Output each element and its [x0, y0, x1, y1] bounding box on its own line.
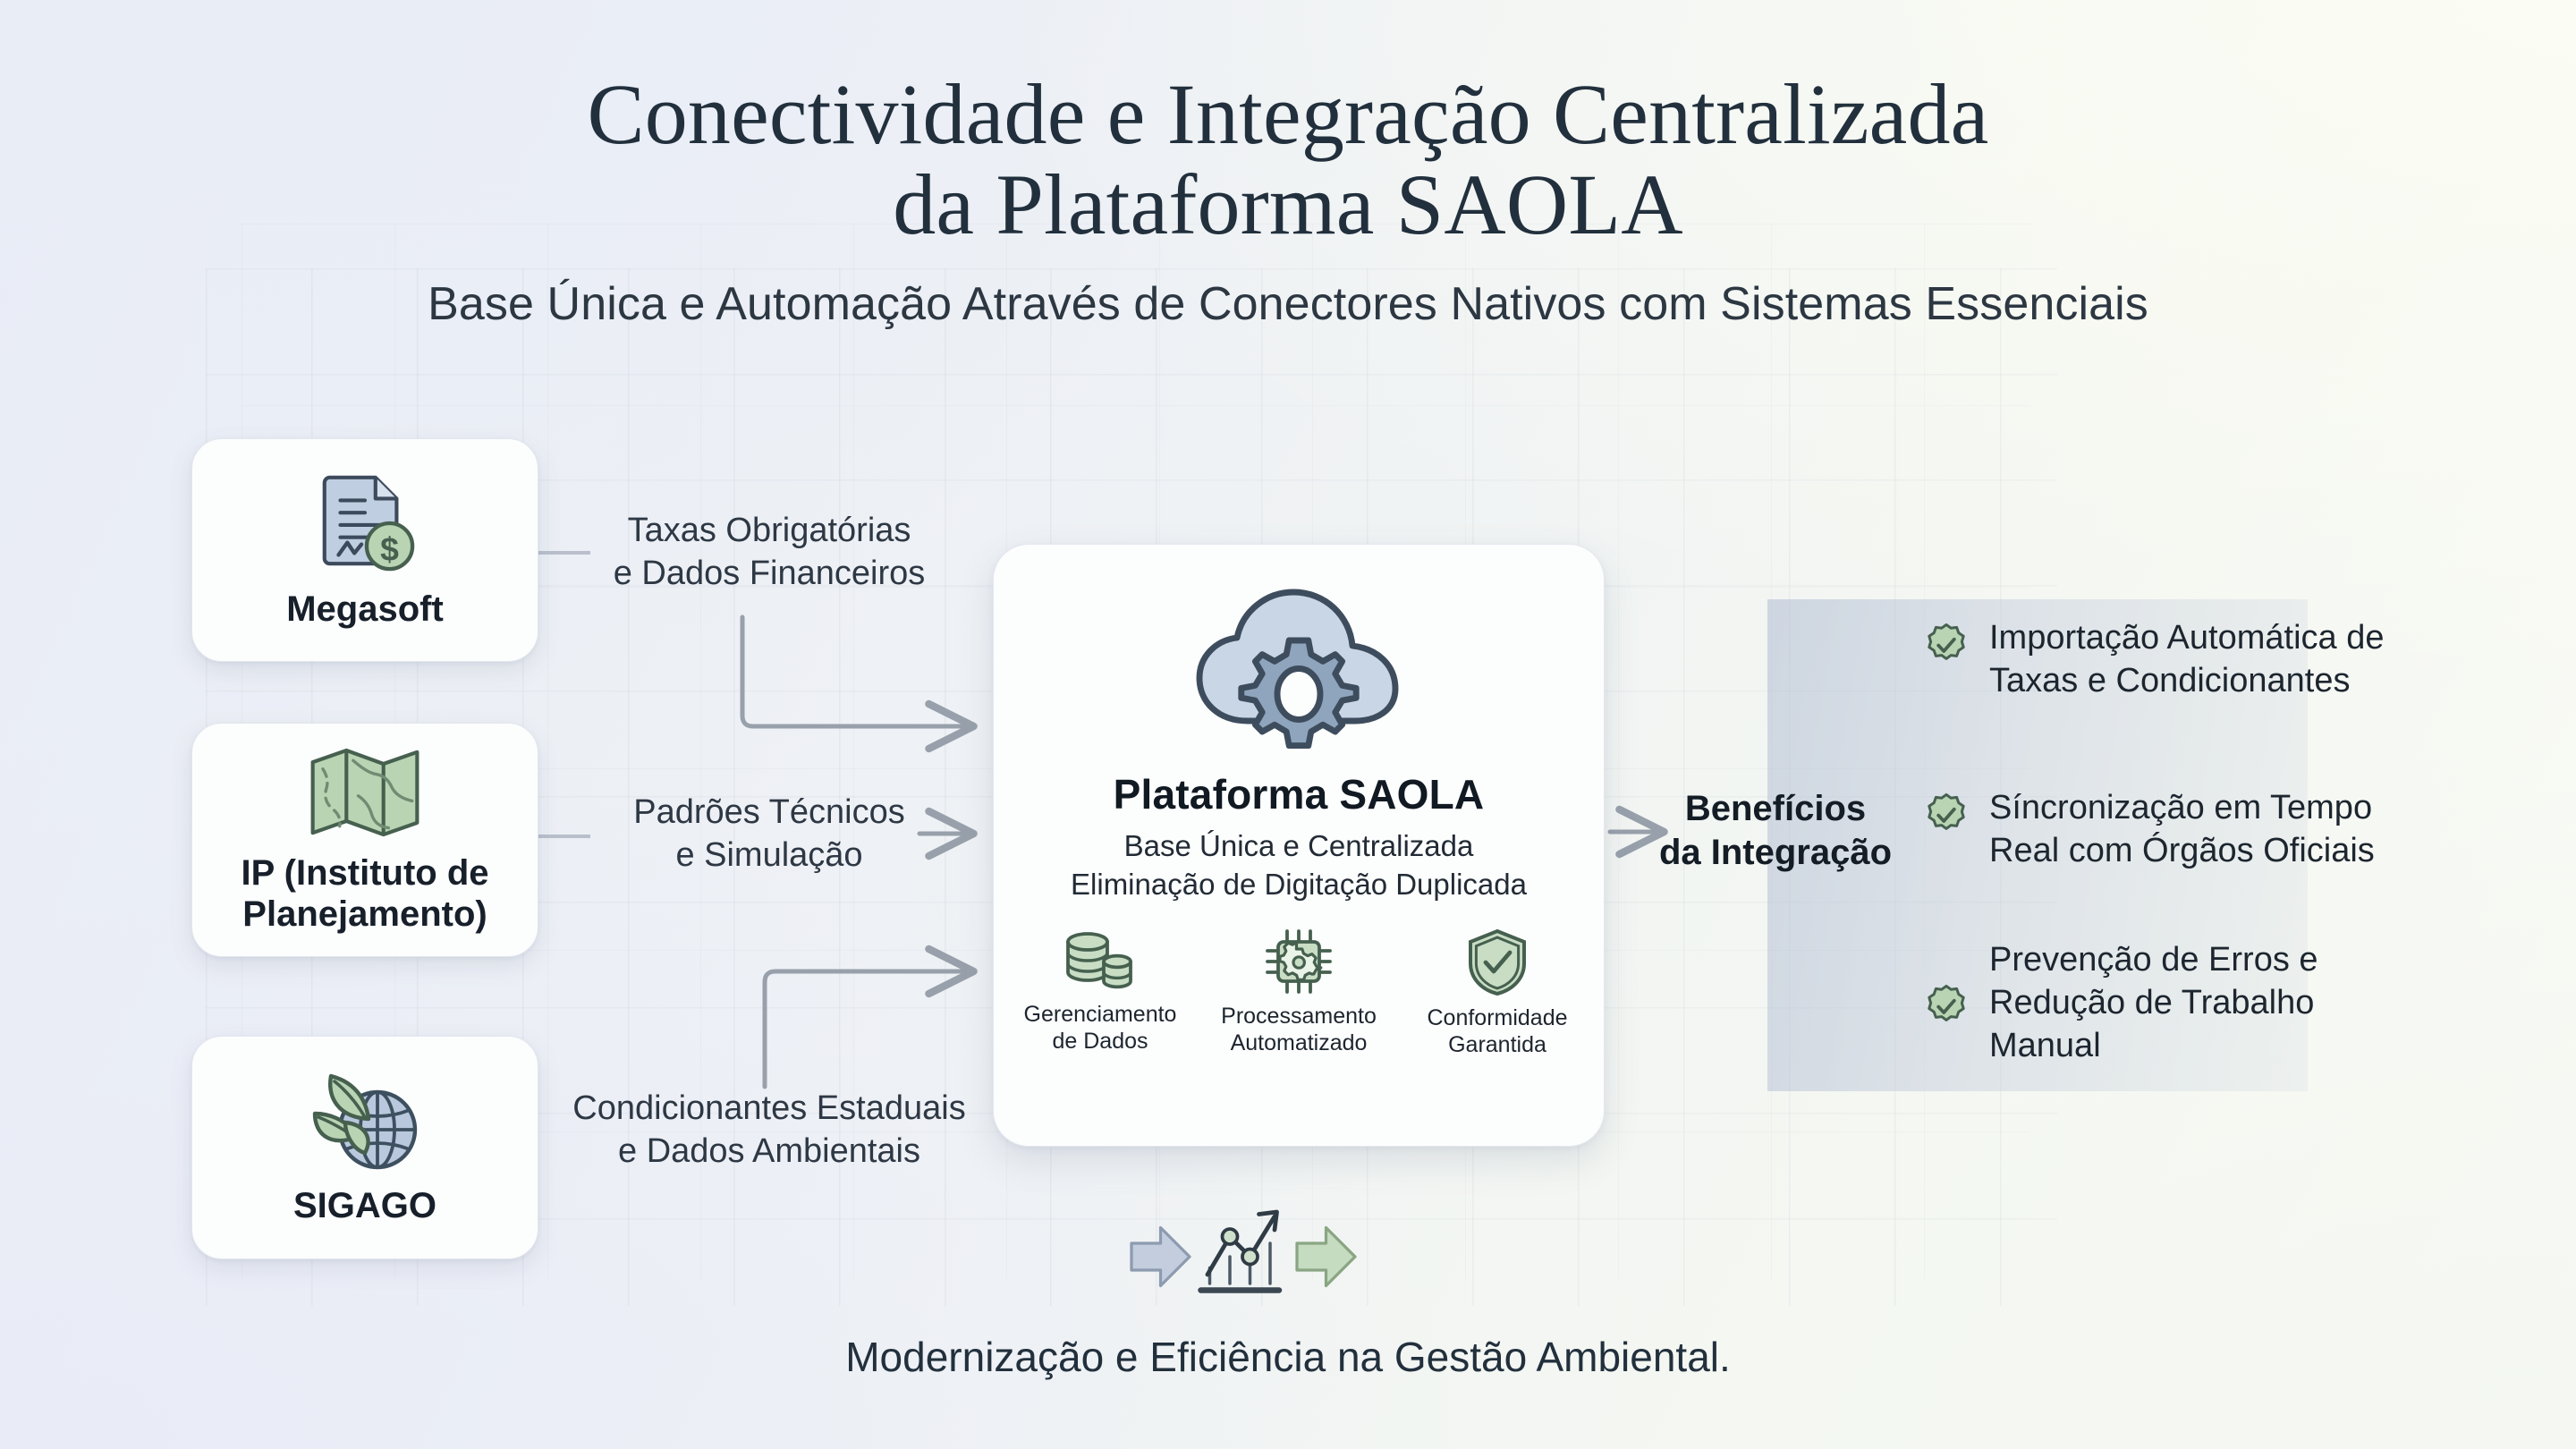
- cloud-gear-icon: [1186, 580, 1411, 759]
- source-card-megasoft[interactable]: $ Megasoft: [191, 438, 538, 662]
- feature-label-line2: Automatizado: [1230, 1030, 1368, 1055]
- platform-title: Plataforma SAOLA: [1113, 771, 1485, 818]
- page-title-line1: Conectividade e Integração Centralizada: [587, 66, 1989, 162]
- feature-compliance[interactable]: Conformidade Garantida: [1421, 928, 1573, 1058]
- connector-label-ip: Padrões Técnicos e Simulação: [537, 792, 1002, 877]
- feature-automated-processing[interactable]: Processamento Automatizado: [1221, 928, 1377, 1056]
- feature-label-line1: Processamento: [1221, 1003, 1377, 1029]
- benefit-item: Síncronização em Tempo Real com Órgãos O…: [1923, 787, 2460, 873]
- benefit-line1: Importação Automática de: [1989, 619, 2385, 657]
- connector-label-megasoft: Taxas Obrigatórias e Dados Financeiros: [537, 510, 1002, 596]
- benefit-text: Prevenção de Erros e Redução de Trabalho…: [1989, 939, 2318, 1068]
- verified-check-icon: [1923, 792, 1970, 839]
- connector-label-sigago: Condicionantes Estaduais e Dados Ambient…: [519, 1088, 1020, 1174]
- leaf-globe-icon: [309, 1069, 420, 1173]
- benefit-line1: Síncronização em Tempo: [1989, 789, 2373, 826]
- benefit-line2: Real com Órgãos Oficiais: [1989, 831, 2375, 869]
- feature-label: Gerenciamento de Dados: [1024, 1001, 1177, 1055]
- feature-label-line2: de Dados: [1052, 1028, 1148, 1054]
- benefit-line2: Redução de Trabalho: [1989, 983, 2315, 1021]
- connector-label-line1: Taxas Obrigatórias: [627, 512, 911, 549]
- shield-check-icon: [1463, 928, 1531, 997]
- svg-text:$: $: [380, 530, 399, 567]
- feature-label: Processamento Automatizado: [1221, 1003, 1377, 1056]
- database-icon: [1061, 928, 1140, 994]
- benefits-title: Benefícios da Integração: [1646, 787, 1905, 875]
- platform-subtitle-line1: Base Única e Centralizada: [1123, 829, 1474, 862]
- benefit-line3: Manual: [1989, 1026, 2101, 1064]
- connector-label-line1: Condicionantes Estaduais: [572, 1089, 966, 1127]
- feature-label-line1: Gerenciamento: [1023, 1001, 1177, 1027]
- source-card-label: Megasoft: [286, 589, 444, 629]
- source-card-label: SIGAGO: [292, 1185, 437, 1225]
- platform-subtitle: Base Única e Centralizada Eliminação de …: [1071, 827, 1527, 904]
- page-subtitle: Base Única e Automação Através de Conect…: [428, 277, 2148, 330]
- page-title-line2: da Plataforma SAOLA: [893, 156, 1683, 252]
- benefits-panel-background: [1767, 599, 2308, 1091]
- platform-features: Gerenciamento de Dados: [1024, 928, 1573, 1058]
- benefit-text: Importação Automática de Taxas e Condici…: [1989, 617, 2384, 703]
- verified-check-icon: [1923, 623, 1970, 669]
- footer-caption: Modernização e Eficiência na Gestão Ambi…: [845, 1334, 1731, 1380]
- verified-check-icon: [1923, 984, 1970, 1030]
- benefit-item: Prevenção de Erros e Redução de Trabalho…: [1923, 939, 2460, 1068]
- connector-label-line1: Padrões Técnicos: [633, 793, 905, 831]
- chip-gear-icon: [1262, 928, 1335, 996]
- connector-label-line2: e Dados Ambientais: [618, 1131, 920, 1170]
- connector-label-line2: e Dados Financeiros: [613, 554, 926, 592]
- platform-card[interactable]: Plataforma SAOLA Base Única e Centraliza…: [993, 544, 1605, 1147]
- page-title: Conectividade e Integração Centralizada …: [0, 69, 2576, 252]
- growth-chart-arrows-icon: [1127, 1199, 1422, 1315]
- header: Conectividade e Integração Centralizada …: [0, 69, 2576, 331]
- connector-label-line2: e Simulação: [675, 835, 863, 874]
- feature-label-line1: Conformidade: [1427, 1004, 1568, 1030]
- feature-label-line2: Garantida: [1448, 1031, 1546, 1057]
- source-card-label: IP (Instituto de Planejamento): [241, 852, 489, 934]
- feature-label: Conformidade Garantida: [1427, 1004, 1567, 1058]
- map-icon: [308, 745, 422, 840]
- benefit-item: Importação Automática de Taxas e Condici…: [1923, 617, 2460, 703]
- source-card-ip[interactable]: IP (Instituto de Planejamento): [191, 723, 538, 957]
- platform-subtitle-line2: Eliminação de Digitação Duplicada: [1071, 867, 1527, 901]
- benefits-title-line2: da Integração: [1658, 832, 1893, 872]
- document-dollar-icon: $: [308, 470, 422, 576]
- feature-data-management[interactable]: Gerenciamento de Dados: [1024, 928, 1176, 1055]
- benefits-title-line1: Benefícios: [1684, 789, 1867, 828]
- benefit-line2: Taxas e Condicionantes: [1989, 661, 2351, 699]
- benefit-line1: Prevenção de Erros e: [1989, 941, 2318, 979]
- benefit-text: Síncronização em Tempo Real com Órgãos O…: [1989, 787, 2375, 873]
- source-card-sigago[interactable]: SIGAGO: [191, 1036, 538, 1259]
